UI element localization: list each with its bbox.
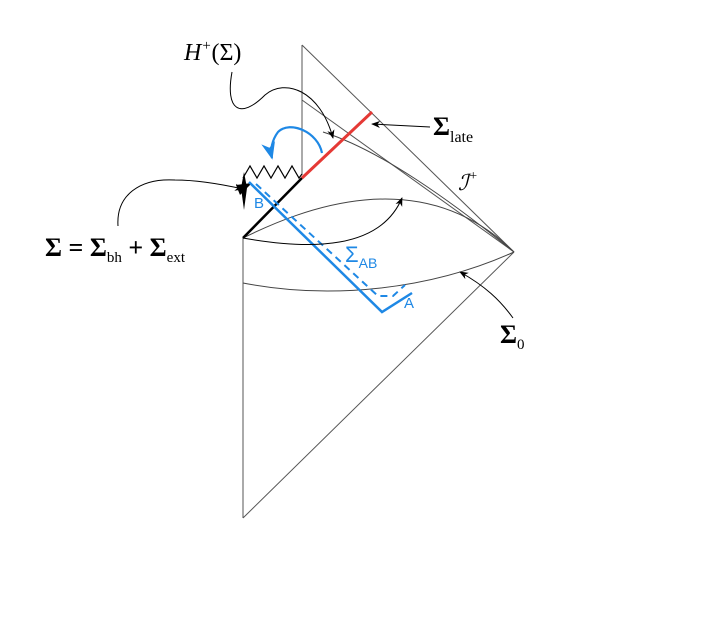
sigma-ab-label: ΣAB bbox=[345, 242, 377, 271]
sigma-arrow bbox=[117, 179, 244, 227]
horizon-label-arrow bbox=[229, 71, 335, 139]
blue-curved-arrow bbox=[261, 126, 324, 160]
horizon-label: H+(Σ) bbox=[183, 38, 241, 66]
sigma-late-upper bbox=[322, 131, 515, 253]
collapse-star-icon bbox=[236, 172, 252, 210]
point-b-label: B bbox=[254, 195, 264, 212]
event-horizon bbox=[242, 177, 303, 239]
future-null-infinity bbox=[301, 44, 515, 253]
sigma-late-arrow bbox=[371, 120, 431, 129]
annotation-arrows bbox=[117, 71, 514, 319]
scri-plus-label: ℐ+ bbox=[458, 169, 478, 195]
sigma-slice bbox=[242, 198, 515, 253]
cauchy-slices bbox=[242, 131, 515, 292]
sigma-0-label: Σ0 bbox=[500, 320, 525, 353]
sigma-0-slice bbox=[242, 251, 515, 292]
sigma-ext-arrow bbox=[242, 197, 403, 245]
singularity-zigzag bbox=[242, 164, 303, 180]
spacetime-boundary bbox=[242, 44, 515, 519]
inner-null-infinity bbox=[301, 99, 515, 253]
sigma-decomposition-label: Σ = Σbh + Σext bbox=[45, 233, 186, 266]
sigma-0-arrow bbox=[459, 271, 514, 319]
past-null-infinity bbox=[242, 251, 515, 519]
sigma-ab-solid bbox=[248, 181, 413, 314]
point-a-label: A bbox=[404, 295, 414, 312]
sigma-late-label: Σlate bbox=[433, 112, 473, 146]
sigma-ab-dashed bbox=[255, 183, 406, 297]
sigma-ab-surface bbox=[248, 181, 413, 314]
horizon-sigma-late-segment bbox=[300, 110, 374, 180]
